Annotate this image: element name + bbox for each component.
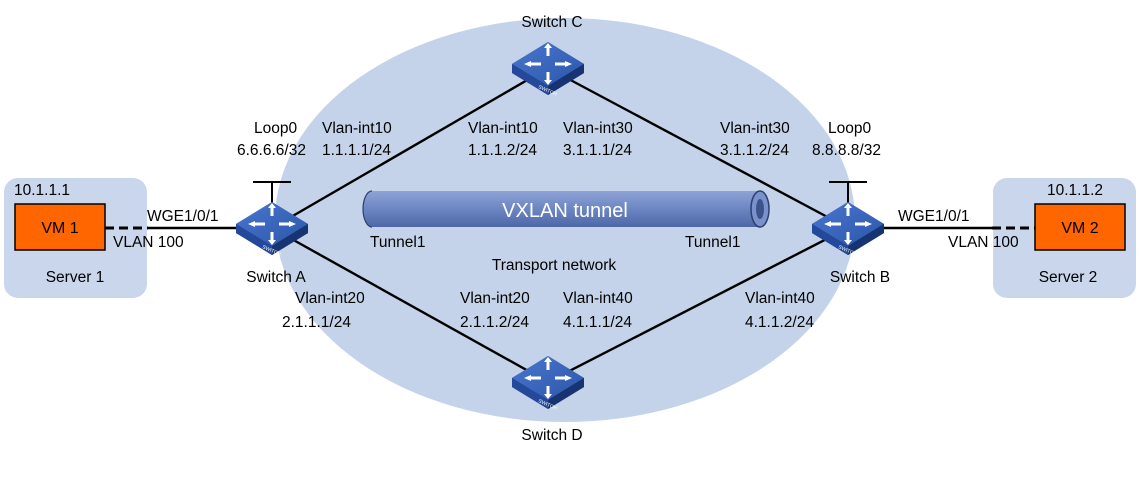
a-vint10-label: Vlan-int10 xyxy=(322,120,392,137)
tunnel1-a-label: Tunnel1 xyxy=(370,234,425,251)
a-vint10-ip: 1.1.1.1/24 xyxy=(322,142,391,159)
vm1-label: VM 1 xyxy=(41,220,78,237)
c-vint30-ip: 3.1.1.1/24 xyxy=(563,142,632,159)
loop0-b-ip: 8.8.8.8/32 xyxy=(812,142,881,159)
vm1-ip: 10.1.1.1 xyxy=(14,182,70,199)
a-vint20-ip: 2.1.1.1/24 xyxy=(282,314,351,331)
loop0-a-label: Loop0 xyxy=(254,120,297,137)
link-a-d xyxy=(271,226,549,384)
c-vint10-label: Vlan-int10 xyxy=(468,120,538,137)
vxlan-tunnel-label: VXLAN tunnel xyxy=(502,200,628,222)
server1-label: Server 1 xyxy=(46,269,105,286)
switch-c-name: Switch C xyxy=(521,14,582,31)
c-vint30-label: Vlan-int30 xyxy=(563,120,633,137)
switch-b-name: Switch B xyxy=(830,269,890,286)
switch-d-name: Switch D xyxy=(521,427,582,444)
d-vint40-ip: 4.1.1.1/24 xyxy=(563,314,632,331)
link-d-b xyxy=(547,226,849,384)
b-vint30-ip: 3.1.1.2/24 xyxy=(720,142,789,159)
vlan-a-label: VLAN 100 xyxy=(113,234,184,251)
vm2-box xyxy=(1034,203,1126,251)
vm2-label: VM 2 xyxy=(1061,220,1098,237)
a-vint20-label: Vlan-int20 xyxy=(295,290,365,307)
d-vint40-label: Vlan-int40 xyxy=(563,290,633,307)
b-vint40-label: Vlan-int40 xyxy=(745,290,815,307)
d-vint20-label: Vlan-int20 xyxy=(460,290,530,307)
port-a-label: WGE1/0/1 xyxy=(147,208,219,225)
switch-a-name: Switch A xyxy=(246,269,306,286)
link-a-c xyxy=(271,66,549,230)
server2-label: Server 2 xyxy=(1039,269,1098,286)
d-vint20-ip: 2.1.1.2/24 xyxy=(460,314,529,331)
vxlan-tunnel: VXLAN tunnel xyxy=(362,190,770,228)
port-b-label: WGE1/0/1 xyxy=(898,208,970,225)
transport-network-label: Transport network xyxy=(492,257,617,274)
b-vint40-ip: 4.1.1.2/24 xyxy=(745,314,814,331)
vm2-ip: 10.1.1.2 xyxy=(1047,182,1103,199)
b-vint30-label: Vlan-int30 xyxy=(720,120,790,137)
vlan-b-label: VLAN 100 xyxy=(948,234,1019,251)
loop0-b-label: Loop0 xyxy=(828,120,871,137)
loop0-a-ip: 6.6.6.6/32 xyxy=(237,142,306,159)
vm1-box xyxy=(14,203,106,251)
tunnel1-b-label: Tunnel1 xyxy=(685,234,740,251)
link-c-b xyxy=(547,66,849,230)
c-vint10-ip: 1.1.1.2/24 xyxy=(468,142,537,159)
